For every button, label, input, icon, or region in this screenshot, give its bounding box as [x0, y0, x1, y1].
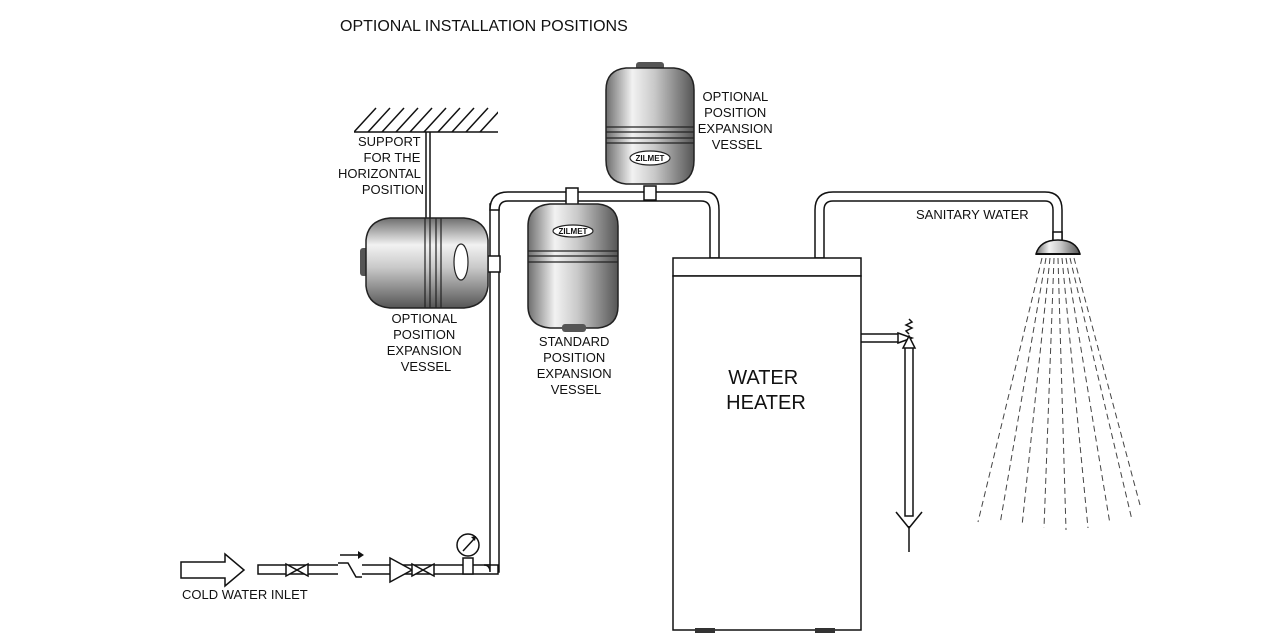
water-heater	[672, 257, 862, 633]
diagram-title: OPTIONAL INSTALLATION POSITIONS	[340, 18, 628, 35]
optional-side-expansion-vessel	[360, 217, 489, 309]
top-vessel-fitting	[643, 185, 657, 201]
safety-valve-icon	[897, 318, 917, 349]
cold-water-inlet-label: COLD WATER INLET	[182, 587, 308, 602]
pressure-gauge-icon	[456, 533, 480, 575]
check-valve-icon	[338, 551, 364, 578]
support-label: SUPPORT FOR THE HORIZONTAL POSITION	[338, 134, 424, 197]
optional-top-label: OPTIONAL POSITION EXPANSION VESSEL	[698, 89, 777, 152]
pipe-network	[257, 191, 1063, 575]
standard-expansion-vessel: ZILMET	[527, 203, 619, 332]
shower-head-icon	[1035, 231, 1081, 255]
reducing-valve-icon	[389, 556, 435, 584]
top-vessel-brand: ZILMET	[636, 154, 665, 163]
valve-icon	[285, 562, 309, 578]
water-spray	[977, 257, 1141, 531]
ceiling-support	[354, 107, 498, 220]
water-heater-label: WATER HEATER	[726, 367, 806, 414]
drain-funnel-icon	[895, 511, 923, 552]
standard-label: STANDARD POSITION EXPANSION VESSEL	[537, 334, 616, 397]
optional-side-label: OPTIONAL POSITION EXPANSION VESSEL	[387, 311, 466, 374]
cold-inlet-arrow-icon	[180, 552, 246, 588]
sanitary-water-label: SANITARY WATER	[916, 207, 1029, 222]
standard-vessel-brand: ZILMET	[559, 227, 588, 236]
optional-top-expansion-vessel: ZILMET	[605, 62, 695, 185]
